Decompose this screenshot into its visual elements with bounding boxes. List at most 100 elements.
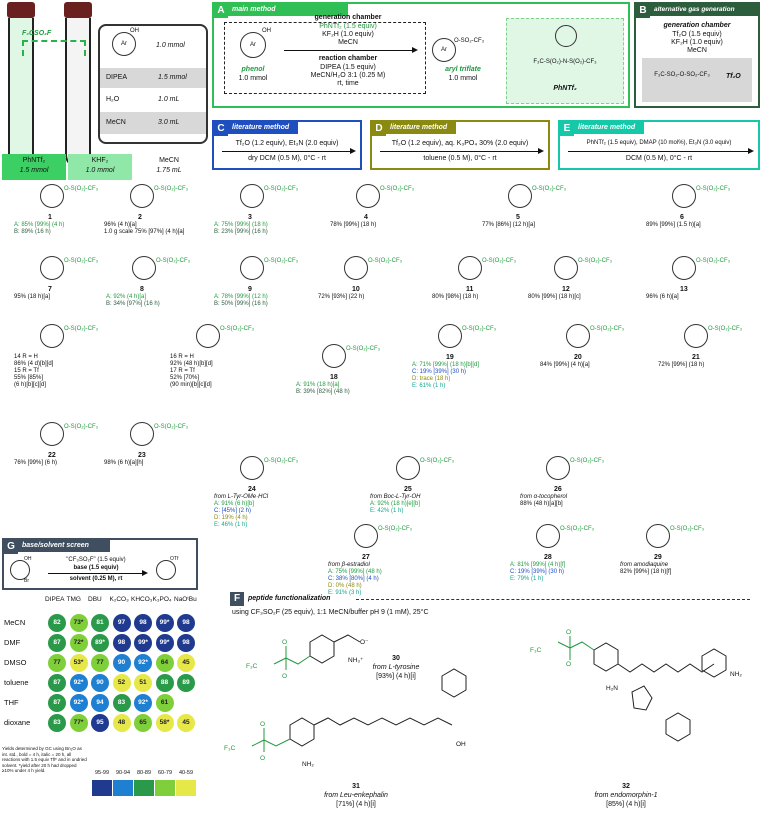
row-header: toluene — [4, 678, 29, 687]
triflate-group-18: O-S(O₂)-CF₃ — [346, 346, 381, 352]
reaction-tube-callout: Ar OH 1.0 mmol DIPEA 1.5 mmol H₂O 1.0 mL… — [98, 24, 208, 144]
structure-26-icon — [546, 456, 570, 480]
ar-label: Ar — [121, 41, 127, 47]
svg-text:OH: OH — [456, 741, 466, 748]
triflate-group-6: O-S(O₂)-CF₃ — [696, 186, 731, 192]
heatmap-cell: 83 — [48, 714, 66, 732]
compound-27-line: A: 75% [99%] (48 h) — [328, 569, 382, 575]
heatmap-cell: 98 — [134, 614, 152, 632]
structure-11-icon — [458, 256, 482, 280]
heatmap-cell: 89 — [177, 674, 195, 692]
phenol-label: phenol — [241, 66, 265, 73]
compound-8-line: A: 92% (4 h)[a] — [106, 294, 147, 300]
svg-text:NH₂: NH₂ — [302, 761, 314, 768]
panel-f-conditions: using CF₃SO₂F (25 equiv), 1:1 MeCN/buffe… — [232, 609, 429, 616]
heatmap-cell: 98 — [177, 634, 195, 652]
svg-text:O⁻: O⁻ — [360, 639, 369, 646]
compound-16-line: (90 min)[b][c][d] — [170, 382, 212, 388]
compound-1-line: A: 85% [99%] (4 h) — [14, 222, 65, 228]
structure-9-icon — [240, 256, 264, 280]
compound-3-line: B: 23% [99%] (16 h) — [214, 229, 268, 235]
heatmap-cell: 98 — [112, 634, 131, 652]
compound-id: 8 — [140, 286, 144, 293]
column-header: K₂CO₃ — [109, 596, 129, 603]
compound-6-line: 89% [99%] (1.5 h)[a] — [646, 222, 701, 228]
heatmap-cell: 90 — [112, 654, 131, 672]
compound-id: 27 — [362, 554, 370, 561]
heatmap-cell: 77 — [91, 654, 109, 672]
c31-id: 31 — [352, 783, 360, 790]
panel-a-letter: A — [214, 4, 228, 18]
compound-29-line: from amodiaquine — [620, 562, 669, 568]
compound-26-line: 88% (48 h)[a][b] — [520, 501, 563, 507]
compound-26-line: from α-tocopherol — [520, 494, 568, 500]
heatmap-cell: 95 — [91, 714, 109, 732]
rxn-chamber-title: reaction chamber — [318, 55, 378, 62]
rxn-line1: DIPEA (1.5 equiv) — [320, 64, 376, 71]
triflate-group-19: O-S(O₂)-CF₃ — [462, 326, 497, 332]
heatmap-cell: 64 — [155, 654, 174, 672]
compound-id: 22 — [48, 452, 56, 459]
compound-id: 19 — [446, 354, 454, 361]
column-header: DIPEA — [45, 596, 65, 603]
heatmap-cell: 45 — [177, 654, 195, 672]
panel-g-screen: G base/solvent screen OH Br "CF₃SO₂F" (1… — [2, 538, 198, 590]
legend-label: 60-79 — [157, 770, 173, 776]
heatmap-cell: 99* — [155, 634, 174, 652]
compound-19-line: E: 61% (1 h) — [412, 383, 446, 389]
triflate-group-10: O-S(O₂)-CF₃ — [368, 258, 403, 264]
triflate-group-14: O-S(O₂)-CF₃ — [64, 326, 99, 332]
tf2o-box: F₃C-SO₂-O-SO₂-CF₃ Tf₂O — [642, 58, 752, 102]
heatmap-cell: 87 — [48, 634, 66, 652]
heatmap-cell: 92* — [134, 654, 152, 672]
svg-text:F₃C: F₃C — [246, 663, 258, 670]
aryl-triflate-structure: Ar — [432, 38, 456, 62]
structure-10-icon — [344, 256, 368, 280]
compound-19-line: C: 19% [39%] (30 h) — [412, 369, 467, 375]
reaction-chamber-box — [224, 22, 426, 94]
gen-line3: MeCN — [338, 39, 358, 46]
compound-7-line: 95% (18 h)[a] — [14, 294, 51, 300]
svg-text:O: O — [282, 639, 287, 646]
triflate-group-11: O-S(O₂)-CF₃ — [482, 258, 517, 264]
svg-text:O: O — [566, 661, 571, 668]
compound-19-line: D: trace (18 h) — [412, 376, 451, 382]
compound-id: 11 — [466, 286, 474, 293]
structure-12-icon — [554, 256, 578, 280]
row-header: MeCN — [4, 618, 26, 627]
compound-18-line: A: 91% (18 h)[a] — [296, 382, 340, 388]
c30-source: from L-tyrosine — [373, 664, 420, 671]
heatmap-cell: 73* — [69, 614, 88, 632]
svg-text:O: O — [260, 721, 265, 728]
aryl-triflate-amount: 1.0 mmol — [448, 75, 478, 82]
svg-text:O: O — [566, 629, 571, 636]
compound-28-line: E: 79% (1 h) — [510, 576, 544, 582]
triflate-group-9: O-S(O₂)-CF₃ — [264, 258, 299, 264]
compound-9-line: B: 50% [99%] (16 h) — [214, 301, 268, 307]
tube-cap-left — [7, 2, 35, 18]
heatmap-cell: 65 — [134, 714, 152, 732]
compound-23-line: 98% (6 h)[a][h] — [104, 460, 144, 466]
heatmap-cell: 92* — [69, 694, 88, 712]
heatmap-cell: 48 — [112, 714, 131, 732]
gas-bridge — [22, 40, 86, 56]
structure-5-icon — [508, 184, 532, 208]
compound-14-line: (6 h)[b][c][d] — [14, 382, 47, 388]
panel-b-alt-gas: B alternative gas generation generation … — [634, 2, 760, 108]
heatmap-cell: 98 — [177, 614, 195, 632]
reaction-tube — [65, 18, 91, 168]
compound-24-line: E: 46% (1 h) — [214, 522, 248, 528]
heatmap-cell: 51 — [134, 674, 152, 692]
c32-id: 32 — [622, 783, 630, 790]
compound-id: 23 — [138, 452, 146, 459]
compound-id: 6 — [680, 214, 684, 221]
legend-label: 90-94 — [115, 770, 131, 776]
triflate-group-27: O-S(O₂)-CF₃ — [378, 526, 413, 532]
c30-yield: [93%] (4 h)[i] — [376, 673, 416, 680]
compound-id: 26 — [554, 486, 562, 493]
triflate-group-3: O-S(O₂)-CF₃ — [264, 186, 299, 192]
heatmap-cell: 53* — [69, 654, 88, 672]
row-header: dioxane — [4, 718, 31, 727]
